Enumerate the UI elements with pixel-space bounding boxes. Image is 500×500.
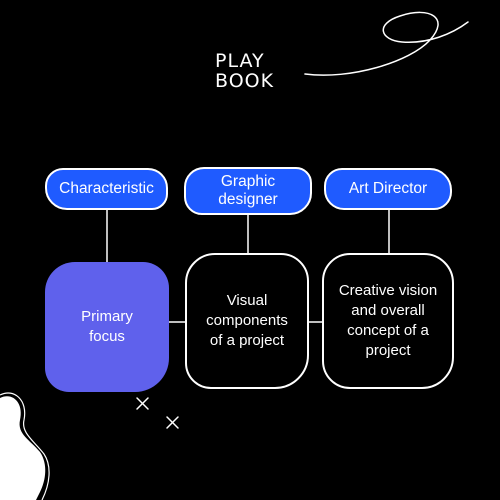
- header-label: Art Director: [348, 180, 428, 197]
- header-art-director: Art Director: [324, 168, 452, 210]
- header-characteristic: Characteristic: [45, 168, 168, 210]
- swirl-line: [304, 11, 469, 76]
- card-text: Primary focus: [81, 308, 133, 345]
- card-visual-components: Visual components of a project: [185, 253, 309, 389]
- playbook-logo: PLAY BOOK: [215, 51, 274, 91]
- corner-blob: [0, 396, 46, 500]
- header-label: Characteristic: [59, 180, 154, 197]
- cross-mark-2: [166, 416, 179, 429]
- cross-mark-1: [136, 397, 149, 410]
- card-text: Creative vision and overall concept of a…: [338, 282, 438, 359]
- card-text: Visual components of a project: [206, 292, 288, 349]
- corner-blob-outline: [0, 392, 50, 500]
- logo-line-2: BOOK: [215, 70, 275, 92]
- header-graphic-designer: Graphic designer: [184, 167, 312, 215]
- logo-line-1: PLAY: [215, 50, 265, 72]
- card-creative-vision: Creative vision and overall concept of a…: [322, 253, 454, 389]
- card-primary-focus: Primary focus: [45, 262, 169, 392]
- header-label: Graphic designer: [218, 173, 278, 208]
